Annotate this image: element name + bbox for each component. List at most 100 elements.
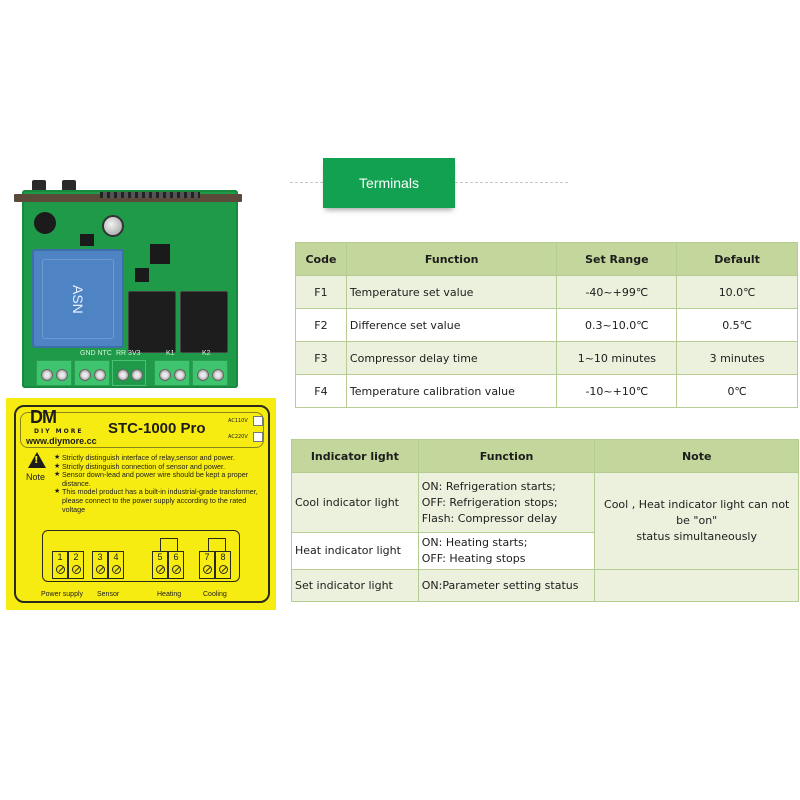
screw-icon	[72, 565, 81, 574]
label-note: Strictly distinguish interface of relay,…	[54, 453, 266, 463]
caption-heating: Heating	[157, 591, 182, 598]
chip	[135, 268, 149, 282]
cell-function: ON:Parameter setting status	[417, 569, 596, 602]
terminal-group-cooling: 7 8	[199, 551, 231, 579]
cell-range: 1~10 minutes	[556, 341, 678, 375]
voltage-checkbox-110v	[253, 416, 263, 426]
terminal-7: 7	[199, 551, 215, 579]
voltage-option-label: AC220V	[228, 434, 248, 440]
col-header-set-range: Set Range	[556, 242, 678, 276]
cell-light: Heat indicator light	[291, 532, 419, 570]
caption-power-supply: Power supply	[41, 591, 84, 598]
cell-function: Difference set value	[345, 308, 558, 342]
table-row: F4 Temperature calibration value -10~+10…	[295, 374, 798, 408]
label-header-frame	[20, 412, 264, 448]
cell-code: F1	[295, 275, 347, 309]
cell-code: F4	[295, 374, 347, 408]
cell-range: 0.3~10.0℃	[556, 308, 678, 342]
cell-function: ON: Refrigeration starts; OFF: Refrigera…	[417, 472, 596, 533]
screw-terminal	[36, 360, 72, 386]
col-header-default: Default	[676, 242, 798, 276]
screw-terminal	[74, 360, 110, 386]
cell-light: Cool indicator light	[291, 472, 419, 533]
heating-relay-switch	[160, 538, 178, 552]
cell-range: -10~+10℃	[556, 374, 678, 408]
cooling-relay-switch	[208, 538, 226, 552]
terminal-4: 4	[108, 551, 124, 579]
capacitor	[102, 215, 124, 237]
front-panel-edge	[14, 194, 242, 202]
terminal-3: 3	[92, 551, 108, 579]
label-border	[14, 405, 270, 603]
cell-light: Set indicator light	[291, 569, 419, 602]
cell-code: F3	[295, 341, 347, 375]
terminal-group-heating: 5 6	[152, 551, 184, 579]
table-row: Set indicator light ON:Parameter setting…	[291, 569, 799, 602]
table-header-row: Code Function Set Range Default	[295, 242, 798, 276]
cell-function: Compressor delay time	[345, 341, 558, 375]
cell-range: -40~+99℃	[556, 275, 678, 309]
tactile-button	[62, 180, 76, 192]
pcb-label: GND NTC	[80, 350, 112, 357]
screw-icon	[156, 565, 165, 574]
pcb-label: K1	[166, 350, 175, 357]
brand-logo: DM	[30, 407, 57, 427]
voltage-regulator	[150, 244, 170, 264]
table-row: F3 Compressor delay time 1~10 minutes 3 …	[295, 341, 798, 375]
buzzer	[34, 212, 56, 234]
screw-icon	[96, 565, 105, 574]
terminal-5: 5	[152, 551, 168, 579]
cell-note-empty	[594, 569, 799, 602]
terminal-2: 2	[68, 551, 84, 579]
table-row: Heat indicator light ON: Heating starts;…	[291, 532, 799, 570]
screw-icon	[172, 565, 181, 574]
cell-default: 10.0℃	[676, 275, 798, 309]
brand-url: www.diymore.cc	[26, 436, 97, 446]
cell-default: 0℃	[676, 374, 798, 408]
note-word: Note	[26, 472, 46, 482]
cell-function: ON: Heating starts; OFF: Heating stops	[417, 532, 596, 570]
warning-icon	[28, 452, 46, 468]
col-header-function: Function	[345, 242, 558, 276]
tactile-button	[32, 180, 46, 192]
indicator-lights-table: Indicator light Function Note Cool indic…	[291, 439, 799, 602]
pcb-label: K2	[202, 350, 211, 357]
terminal-6: 6	[168, 551, 184, 579]
brand-name: DIY MORE	[34, 428, 84, 435]
label-note: This model product has a built-in indust…	[54, 488, 266, 514]
parameters-table: Code Function Set Range Default F1 Tempe…	[295, 242, 798, 408]
model-name: STC-1000 Pro	[108, 420, 206, 437]
screw-icon	[203, 565, 212, 574]
chip	[80, 234, 94, 246]
relay-k1	[128, 291, 176, 353]
relay-k2	[180, 291, 228, 353]
col-header-code: Code	[295, 242, 347, 276]
voltage-checkbox-220v	[253, 432, 263, 442]
cell-function: Temperature set value	[345, 275, 558, 309]
table-row: Cool indicator light ON: Refrigeration s…	[291, 472, 799, 570]
transformer-brand: ASN	[42, 259, 114, 339]
wiring-diagram	[42, 530, 240, 582]
label-note: Sensor down-lead and power wire should b…	[54, 470, 266, 488]
cell-function: Temperature calibration value	[345, 374, 558, 408]
terminal-group-sensor: 3 4	[92, 551, 124, 579]
screw-icon	[112, 565, 121, 574]
table-row: F2 Difference set value 0.3~10.0℃ 0.5℃	[295, 308, 798, 342]
screw-terminal	[154, 360, 190, 386]
cell-default: 0.5℃	[676, 308, 798, 342]
label-notes: Strictly distinguish interface of relay,…	[54, 453, 266, 514]
terminal-8: 8	[215, 551, 231, 579]
table-header-row: Indicator light Function Note	[291, 439, 799, 473]
col-header-note: Note	[594, 439, 799, 473]
cell-note: Cool , Heat indicator light can not be "…	[594, 472, 799, 570]
cell-code: F2	[295, 308, 347, 342]
pin-header	[100, 192, 200, 198]
table-row: F1 Temperature set value -40~+99℃ 10.0℃	[295, 275, 798, 309]
screw-icon	[56, 565, 65, 574]
screw-terminal	[192, 360, 228, 386]
pcb-label: RR 3V3	[116, 350, 141, 357]
section-title: Terminals	[323, 158, 455, 208]
screw-icon	[219, 565, 228, 574]
voltage-option-label: AC110V	[228, 418, 248, 424]
cell-default: 3 minutes	[676, 341, 798, 375]
